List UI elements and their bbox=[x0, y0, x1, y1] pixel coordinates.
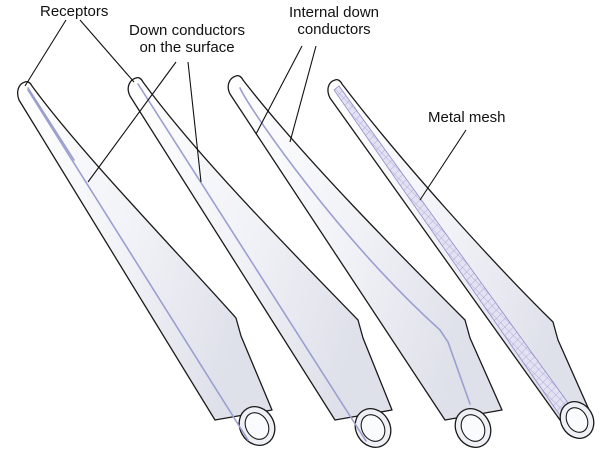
leader-surface-blade-2 bbox=[187, 61, 202, 183]
leader-receptors-blade-2 bbox=[79, 19, 135, 83]
label-internal-line2: conductors bbox=[297, 21, 371, 38]
blade-3-internal-conductor bbox=[239, 87, 471, 405]
blade-2-surface-conductor bbox=[137, 83, 367, 442]
leader-metal-mesh bbox=[419, 129, 467, 201]
blade-1-surface-conductor bbox=[27, 89, 249, 441]
blade-1-root-opening bbox=[244, 412, 270, 440]
leader-surface-blade-1 bbox=[87, 61, 177, 183]
blade-1-receptor-conductor bbox=[27, 87, 75, 161]
label-receptors: Receptors bbox=[40, 3, 109, 20]
label-internal-down-conductors: Internal down conductors bbox=[276, 4, 392, 38]
label-down-conductors-surface: Down conductors on the surface bbox=[120, 22, 254, 56]
blade-4-root-opening bbox=[565, 407, 589, 433]
blade-2-root-opening bbox=[360, 414, 386, 442]
blade-1-body bbox=[17, 80, 273, 421]
blade-1-receptors bbox=[17, 80, 276, 446]
label-metal-mesh: Metal mesh bbox=[428, 109, 506, 126]
leader-internal-2 bbox=[289, 45, 317, 143]
blade-2-surface-conductors bbox=[127, 76, 393, 448]
label-internal-line1: Internal down bbox=[288, 4, 380, 21]
blade-3-internal-conductors bbox=[227, 74, 503, 448]
blade-3-body bbox=[227, 74, 503, 421]
label-down-conductors-line2: on the surface bbox=[139, 39, 235, 56]
label-down-conductors-line1: Down conductors bbox=[129, 22, 245, 39]
leader-lines bbox=[24, 19, 467, 201]
leader-internal-1 bbox=[255, 45, 303, 135]
blade-2-body bbox=[127, 76, 393, 421]
leader-receptors-blade-1 bbox=[24, 19, 67, 87]
blade-3-root-opening bbox=[460, 414, 486, 442]
blade-4-metal-mesh bbox=[327, 78, 595, 439]
